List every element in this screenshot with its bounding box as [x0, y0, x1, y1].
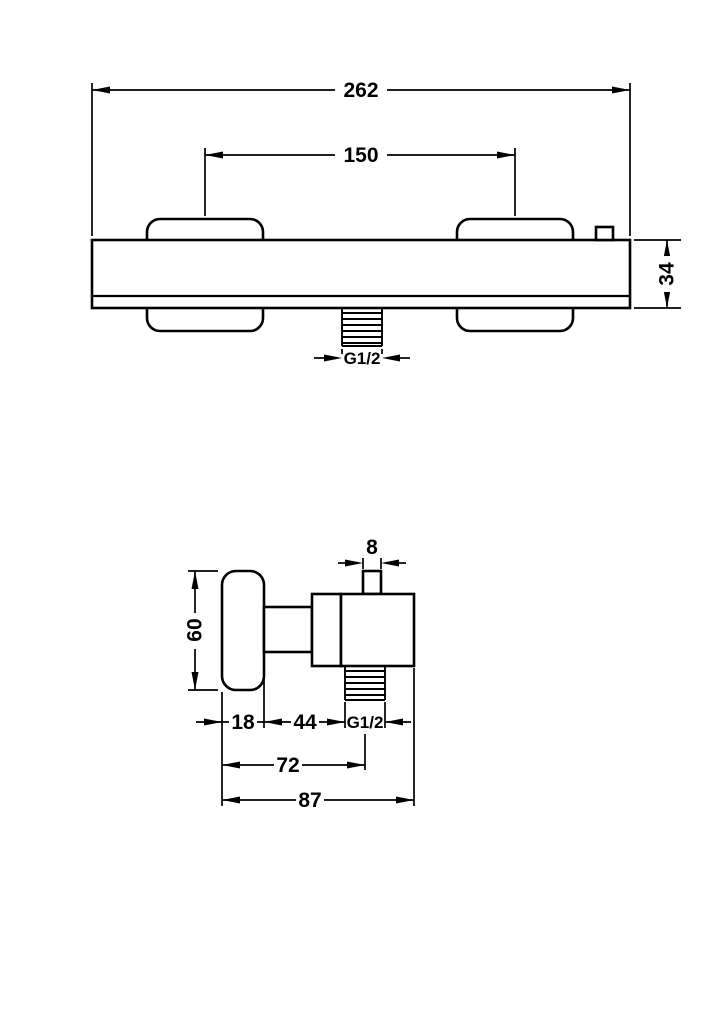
- outlet-thread-side: [344, 666, 386, 701]
- diverter-knob-side: [361, 569, 383, 596]
- diverter-knob-front: [594, 225, 615, 242]
- dimension-plate-height: 60: [184, 570, 218, 691]
- dimension-mounting-centers: 150: [204, 144, 516, 216]
- dimension-overall-depth: 87: [222, 668, 415, 812]
- dimension-label-overall-width: 262: [343, 79, 378, 102]
- dimension-label-mounting-centers: 150: [343, 144, 378, 167]
- dimension-bar-height: 34: [634, 239, 681, 309]
- arrowhead: [205, 151, 223, 159]
- dimension-label-outlet-thread-front: G1/2: [344, 349, 381, 368]
- outlet-thread-front: [341, 308, 383, 347]
- arrowhead: [382, 354, 400, 362]
- side-view: [220, 569, 416, 701]
- arrowhead: [324, 354, 342, 362]
- dimension-label-outlet-thread-side: G1/2: [347, 713, 384, 732]
- arrowhead: [663, 240, 671, 258]
- arrowhead: [347, 761, 365, 769]
- dimension-row-depths: 18 44 G1/2: [196, 654, 411, 806]
- arrowhead: [191, 571, 199, 589]
- arrowhead: [497, 151, 515, 159]
- arrowhead: [381, 559, 399, 567]
- arrowhead: [327, 718, 345, 726]
- dimension-overall-width: 262: [91, 79, 631, 236]
- dimension-label-neck-depth: 44: [293, 711, 317, 734]
- dimension-label-wall-to-outlet: 72: [276, 754, 299, 777]
- arrowhead: [396, 796, 414, 804]
- arrowhead: [663, 290, 671, 308]
- arrowhead: [222, 761, 240, 769]
- arrowhead: [264, 718, 282, 726]
- dimension-label-plate-height: 60: [184, 618, 207, 641]
- dimension-label-bar-height: 34: [656, 262, 679, 286]
- arrowhead: [92, 86, 110, 94]
- mount-neck-side: [262, 605, 314, 654]
- arrowhead: [345, 559, 363, 567]
- arrowhead: [222, 796, 240, 804]
- dimension-knob-width: 8: [338, 536, 406, 569]
- dimension-outlet-thread-front: G1/2: [314, 349, 410, 368]
- arrowhead: [191, 672, 199, 690]
- dimension-label-plate-depth: 18: [231, 711, 255, 734]
- dimension-label-knob-width: 8: [366, 536, 378, 559]
- arrowhead: [612, 86, 630, 94]
- dimension-label-overall-depth: 87: [298, 789, 321, 812]
- arrowhead: [204, 718, 222, 726]
- mixer-bar-body: [90, 238, 632, 310]
- bar-section-side: [310, 592, 343, 668]
- front-view: [90, 217, 632, 347]
- dimension-wall-to-outlet: 72: [222, 734, 366, 777]
- arrowhead: [385, 718, 403, 726]
- outlet-block-side: [339, 592, 416, 668]
- wall-plate-side: [220, 569, 266, 692]
